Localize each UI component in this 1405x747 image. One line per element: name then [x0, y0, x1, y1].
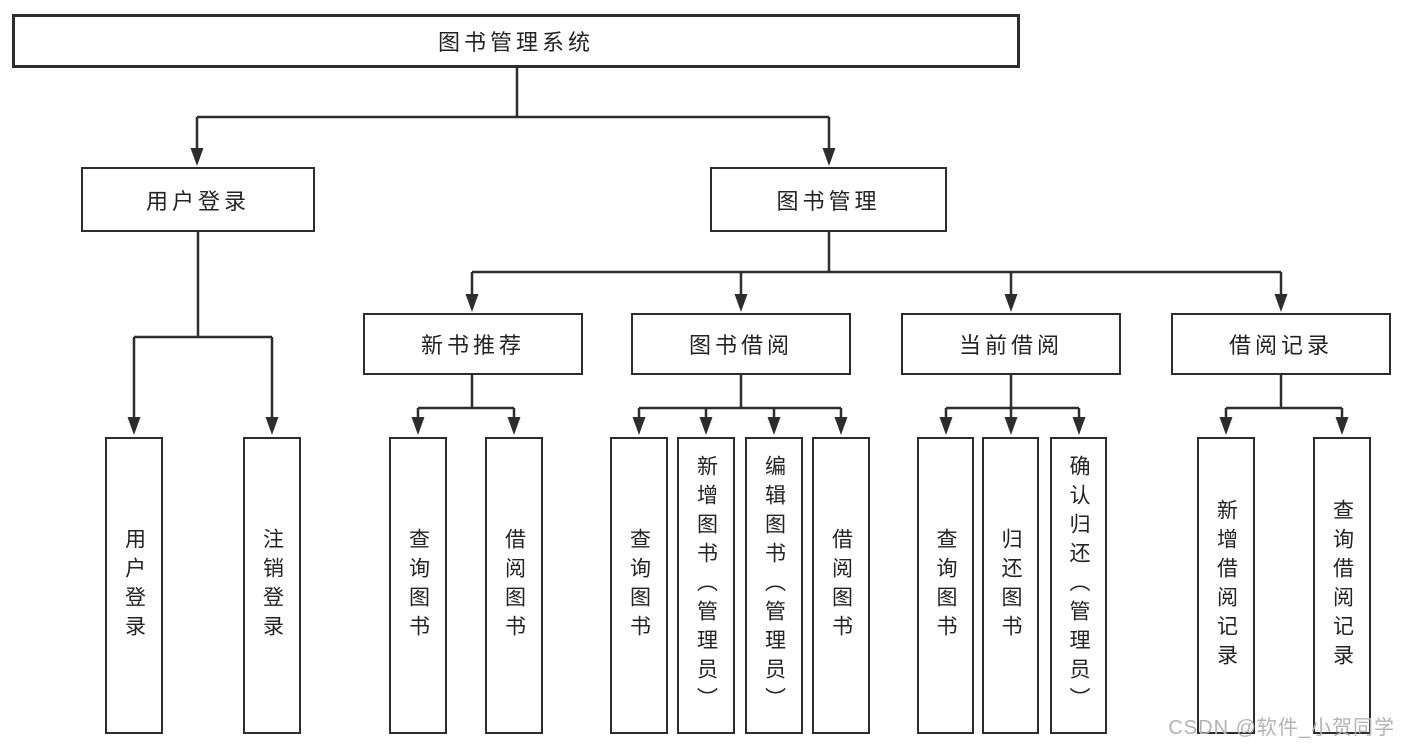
node-label: 注销登录	[260, 527, 284, 644]
node-book-borrowing: 图书借阅	[631, 313, 851, 375]
node-label: 确认归还（管理员）	[1067, 455, 1090, 716]
leaf-edit-book-admin: 编辑图书（管理员）	[745, 437, 803, 734]
node-label: 借阅图书	[829, 527, 853, 644]
node-label: 图书管理系统	[437, 30, 594, 55]
node-label: 查询借阅记录	[1330, 498, 1354, 673]
leaf-query-books-current: 查询图书	[917, 437, 974, 734]
node-label: 借阅记录	[1228, 333, 1333, 358]
node-new-book-recommendation: 新书推荐	[363, 313, 583, 375]
node-current-borrowing: 当前借阅	[901, 313, 1121, 375]
leaf-add-borrow-record: 新增借阅记录	[1197, 437, 1255, 734]
node-label: 图书管理	[776, 188, 881, 214]
node-user-login: 用户登录	[81, 167, 315, 232]
watermark-text: CSDN @软件_小贺同学	[1168, 717, 1395, 739]
node-label: 新书推荐	[420, 333, 525, 358]
node-label: 新增借阅记录	[1214, 498, 1238, 673]
leaf-logout: 注销登录	[243, 437, 301, 734]
node-label: 图书借阅	[688, 333, 793, 358]
leaf-borrow-books-borrowing: 借阅图书	[812, 437, 870, 734]
node-book-management: 图书管理	[710, 167, 947, 232]
node-label: 查询图书	[934, 527, 957, 644]
node-label: 归还图书	[999, 527, 1022, 644]
node-label: 当前借阅	[958, 333, 1063, 358]
leaf-query-borrow-record: 查询借阅记录	[1313, 437, 1371, 734]
node-label: 借阅图书	[502, 527, 526, 644]
node-label: 查询图书	[627, 527, 651, 644]
node-library-management-system: 图书管理系统	[12, 14, 1020, 68]
arrowheads	[127, 148, 1349, 435]
node-label: 用户登录	[145, 188, 250, 214]
leaf-user-login: 用户登录	[105, 437, 163, 734]
leaf-return-books: 归还图书	[982, 437, 1039, 734]
leaf-confirm-return-admin: 确认归还（管理员）	[1050, 437, 1107, 734]
leaf-query-books-borrowing: 查询图书	[610, 437, 668, 734]
node-label: 查询图书	[406, 527, 430, 644]
node-label: 新增图书（管理员）	[694, 455, 718, 716]
leaf-borrow-books-recommend: 借阅图书	[485, 437, 543, 734]
node-label: 用户登录	[122, 527, 146, 644]
leaf-query-books-recommend: 查询图书	[389, 437, 447, 734]
node-label: 编辑图书（管理员）	[762, 455, 786, 716]
node-borrowing-records: 借阅记录	[1171, 313, 1391, 375]
leaf-add-book-admin: 新增图书（管理员）	[677, 437, 735, 734]
